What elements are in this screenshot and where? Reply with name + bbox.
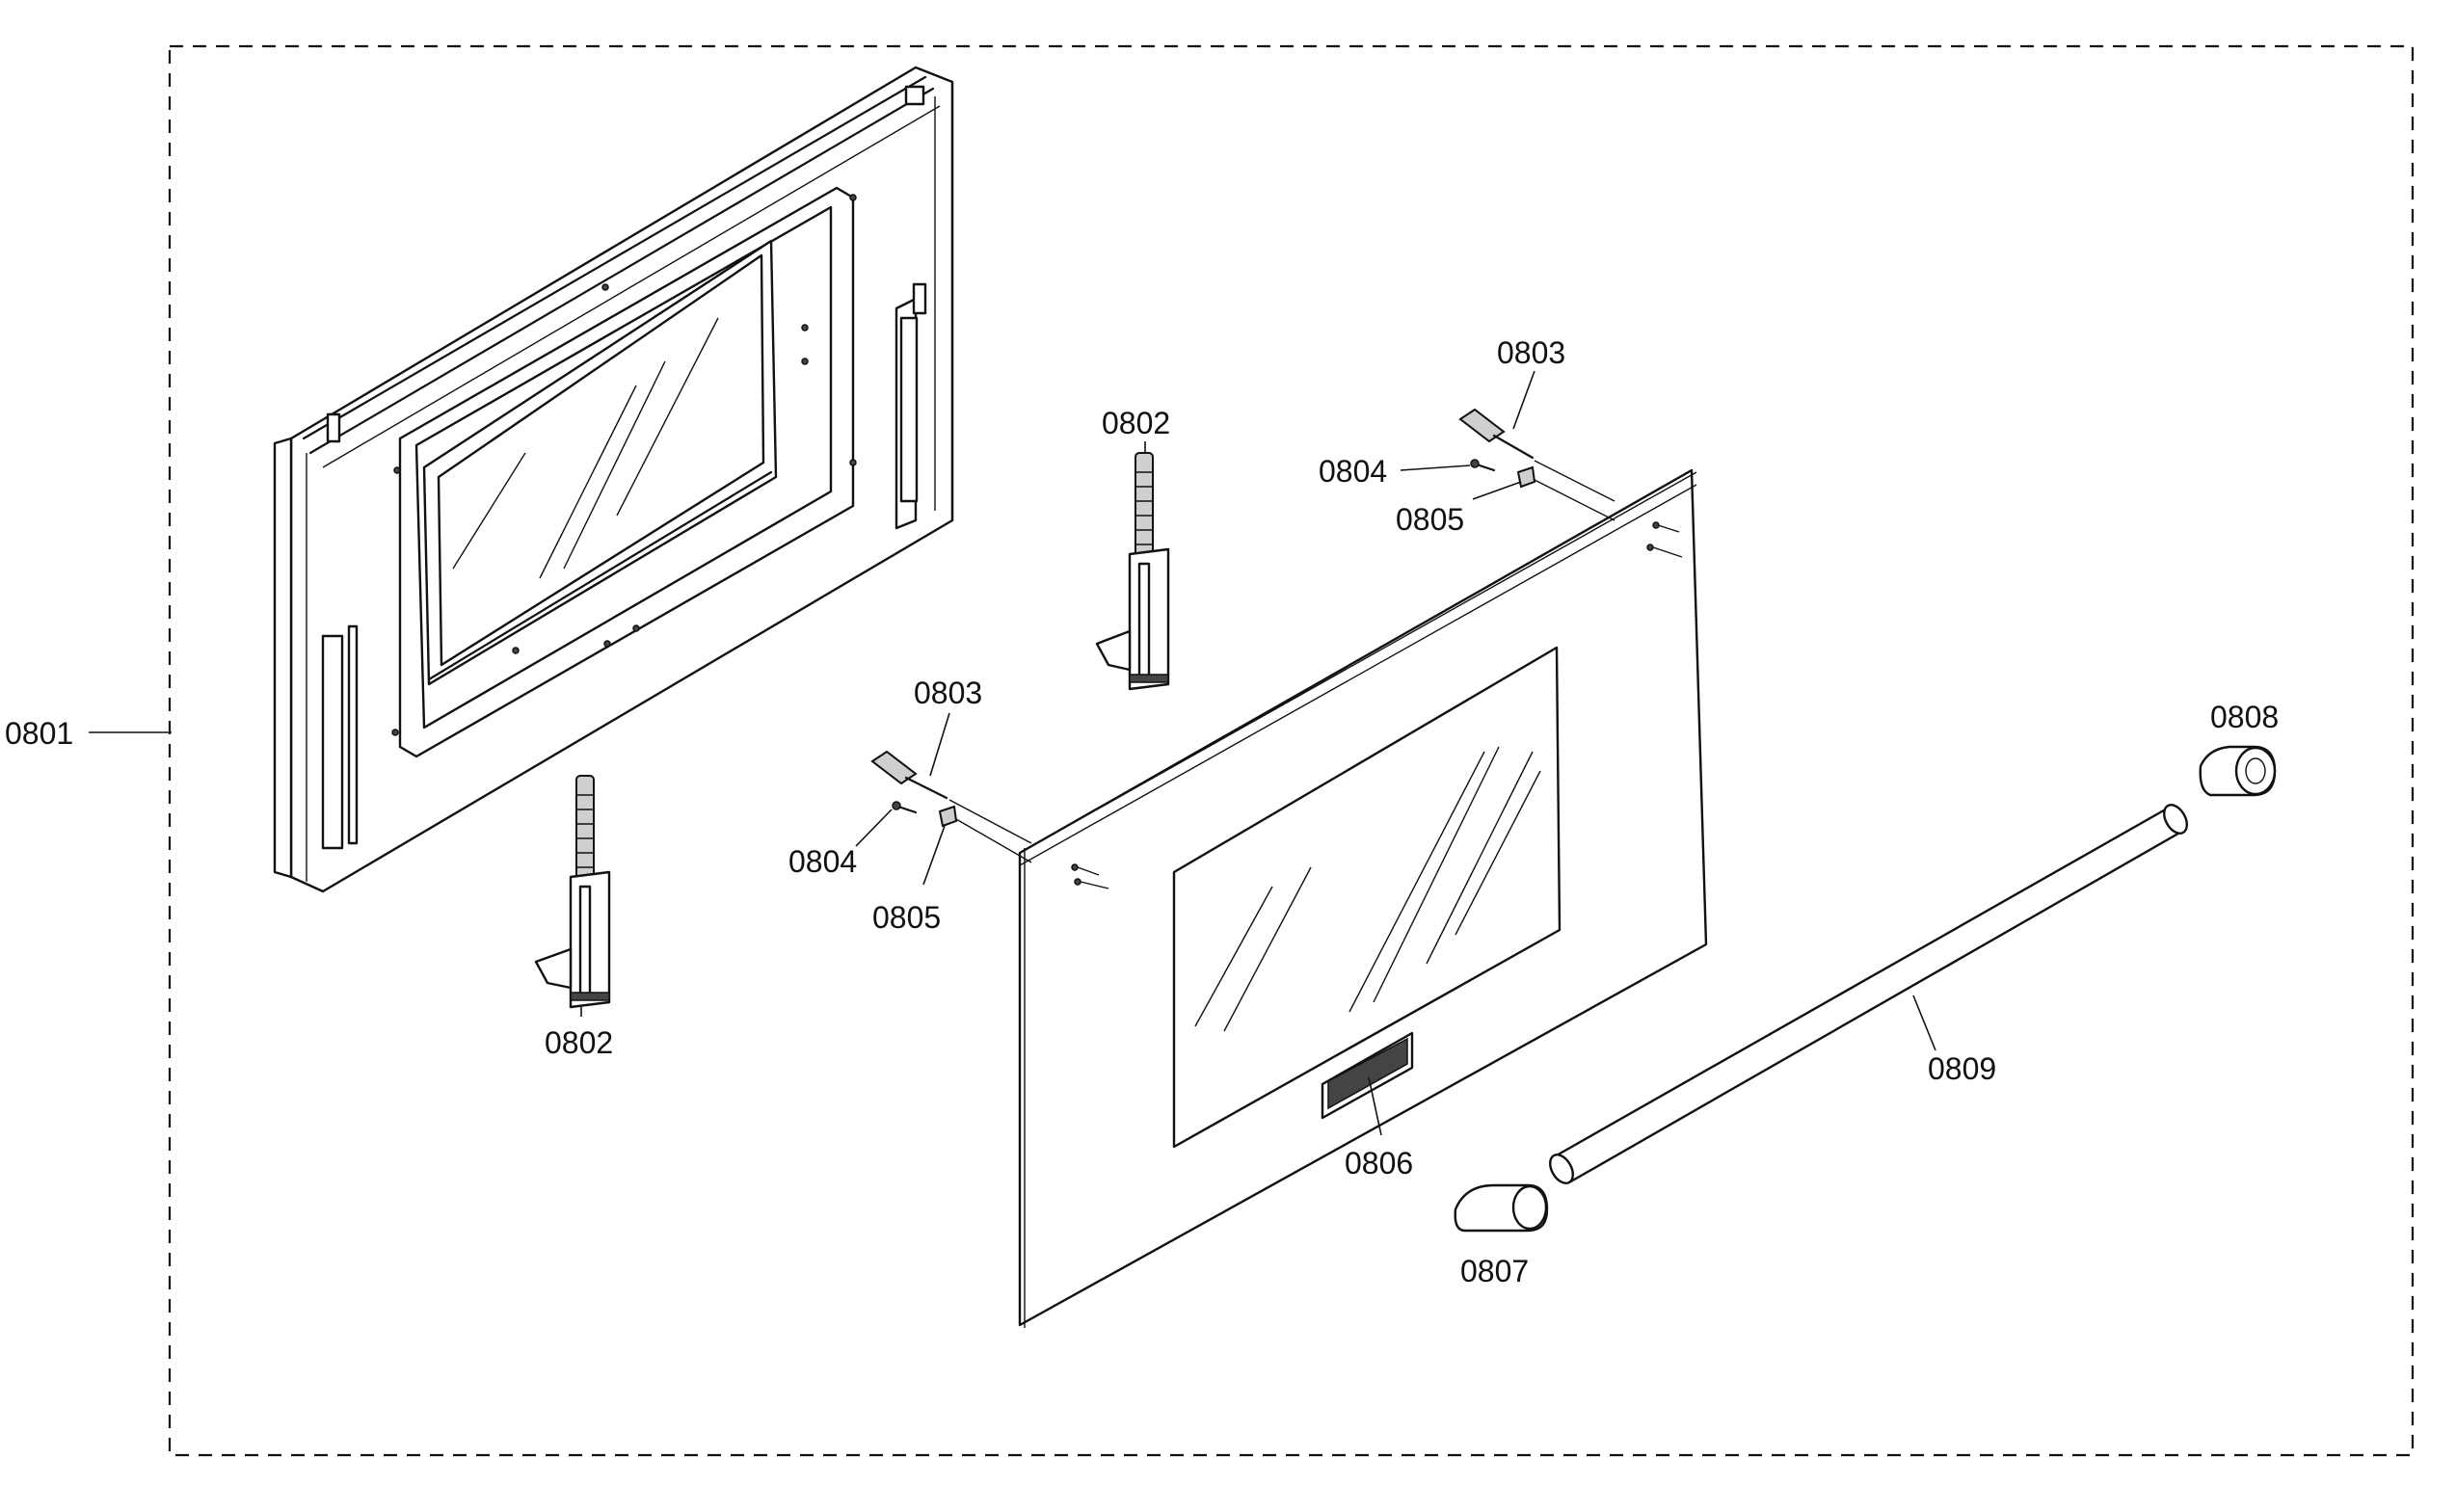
leader-0804-right <box>1400 464 1471 471</box>
callout-0803-left: 0803 <box>914 676 982 710</box>
outer-door-front-panel <box>1018 468 1708 1328</box>
callout-0805-left: 0805 <box>872 900 941 935</box>
inner-door-panel <box>273 66 954 893</box>
leader-0806 <box>1368 1076 1382 1136</box>
callout-0807: 0807 <box>1460 1254 1529 1288</box>
callout-0803-right: 0803 <box>1497 335 1565 370</box>
hinge-pin-right <box>1458 408 1535 460</box>
callout-0802-top: 0802 <box>1102 406 1170 440</box>
callout-0801: 0801 <box>5 716 73 751</box>
leader-0803-right <box>1512 370 1535 430</box>
hinge-top <box>1095 452 1170 691</box>
leader-0803-left <box>929 712 950 777</box>
callout-0809: 0809 <box>1928 1051 1996 1086</box>
leader-0804-left <box>855 809 893 847</box>
nameplate-badge <box>1321 1031 1414 1120</box>
hinge-pin-left <box>870 750 948 800</box>
handle-end-cap-left <box>1454 1183 1549 1233</box>
assembly-boundary <box>168 44 2415 1457</box>
screw-left <box>892 801 918 814</box>
hinge-bottom <box>534 775 611 1009</box>
callout-0804-left: 0804 <box>788 844 857 879</box>
callout-0804-right: 0804 <box>1319 454 1387 489</box>
leader-0805-right <box>1472 481 1522 500</box>
callout-0806: 0806 <box>1345 1146 1413 1180</box>
callout-0808: 0808 <box>2210 700 2279 734</box>
leader-0809 <box>1912 995 1936 1051</box>
callout-0805-right: 0805 <box>1396 502 1464 537</box>
nut-right <box>1516 465 1536 489</box>
leader-0805-left <box>922 825 946 886</box>
nut-left <box>938 805 958 828</box>
screw-right <box>1470 459 1496 472</box>
handle-bar <box>1549 804 2188 1184</box>
handle-end-cap-right <box>2199 745 2277 797</box>
callout-0802-bottom: 0802 <box>545 1025 613 1060</box>
